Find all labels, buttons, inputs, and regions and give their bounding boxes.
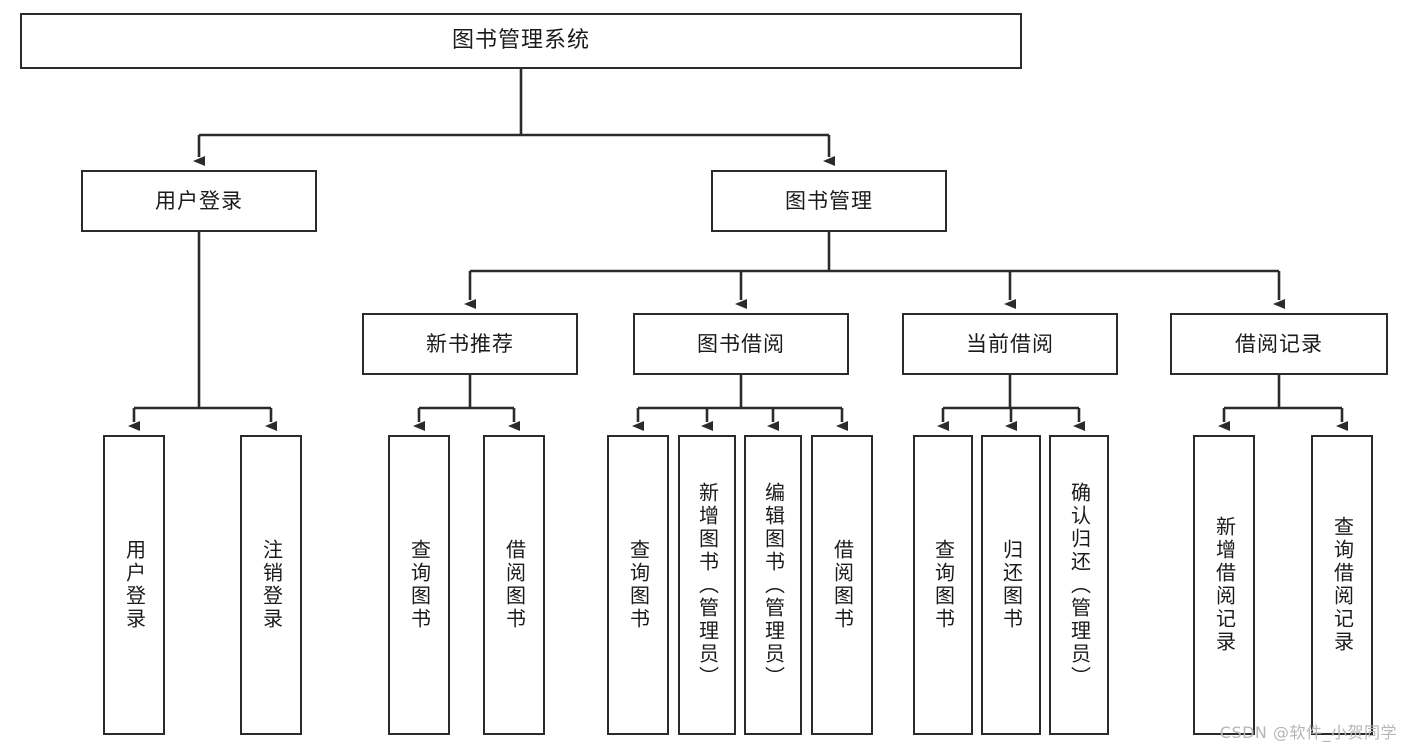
node-user-login[interactable]: 用户登录 bbox=[81, 170, 317, 232]
node-leaf-return-book[interactable]: 归还图书 bbox=[981, 435, 1041, 735]
node-root-label: 图书管理系统 bbox=[451, 28, 590, 54]
node-borrow-record-label: 借阅记录 bbox=[1235, 331, 1323, 356]
node-leaf-confirm-return-label: 确认归还（管理员） bbox=[1067, 481, 1092, 689]
node-leaf-query-book-cur[interactable]: 查询图书 bbox=[913, 435, 973, 735]
node-current-borrow-label: 当前借阅 bbox=[966, 331, 1054, 356]
node-leaf-return-book-label: 归还图书 bbox=[999, 539, 1024, 631]
node-new-book-rec[interactable]: 新书推荐 bbox=[362, 313, 578, 375]
node-leaf-add-borrow-record[interactable]: 新增借阅记录 bbox=[1193, 435, 1255, 735]
node-leaf-query-book[interactable]: 查询图书 bbox=[607, 435, 669, 735]
node-leaf-query-book-cur-label: 查询图书 bbox=[931, 539, 956, 631]
node-leaf-add-book-admin-label: 新增图书（管理员） bbox=[695, 481, 720, 689]
node-borrow-record[interactable]: 借阅记录 bbox=[1170, 313, 1388, 375]
node-current-borrow[interactable]: 当前借阅 bbox=[902, 313, 1118, 375]
node-leaf-user-logout-label: 注销登录 bbox=[259, 539, 284, 631]
node-leaf-add-borrow-record-label: 新增借阅记录 bbox=[1212, 516, 1237, 654]
node-root[interactable]: 图书管理系统 bbox=[20, 13, 1022, 69]
node-leaf-query-borrow-record[interactable]: 查询借阅记录 bbox=[1311, 435, 1373, 735]
node-user-login-label: 用户登录 bbox=[155, 188, 243, 213]
node-leaf-query-borrow-record-label: 查询借阅记录 bbox=[1330, 516, 1355, 654]
node-leaf-query-book-rec-label: 查询图书 bbox=[407, 539, 432, 631]
node-leaf-edit-book-admin-label: 编辑图书（管理员） bbox=[761, 481, 786, 689]
node-leaf-borrow-book-rec-label: 借阅图书 bbox=[502, 539, 527, 631]
node-leaf-user-logout[interactable]: 注销登录 bbox=[240, 435, 302, 735]
node-leaf-query-book-rec[interactable]: 查询图书 bbox=[388, 435, 450, 735]
node-leaf-query-book-label: 查询图书 bbox=[626, 539, 651, 631]
node-book-manage-label: 图书管理 bbox=[785, 188, 873, 213]
node-leaf-confirm-return[interactable]: 确认归还（管理员） bbox=[1049, 435, 1109, 735]
node-leaf-borrow-book[interactable]: 借阅图书 bbox=[811, 435, 873, 735]
node-leaf-user-login[interactable]: 用户登录 bbox=[103, 435, 165, 735]
node-leaf-edit-book-admin[interactable]: 编辑图书（管理员） bbox=[744, 435, 802, 735]
node-leaf-user-login-label: 用户登录 bbox=[122, 539, 147, 631]
node-leaf-borrow-book-label: 借阅图书 bbox=[830, 539, 855, 631]
node-leaf-borrow-book-rec[interactable]: 借阅图书 bbox=[483, 435, 545, 735]
node-leaf-add-book-admin[interactable]: 新增图书（管理员） bbox=[678, 435, 736, 735]
node-new-book-rec-label: 新书推荐 bbox=[426, 331, 514, 356]
node-book-borrow[interactable]: 图书借阅 bbox=[633, 313, 849, 375]
node-book-borrow-label: 图书借阅 bbox=[697, 331, 785, 356]
node-book-manage[interactable]: 图书管理 bbox=[711, 170, 947, 232]
